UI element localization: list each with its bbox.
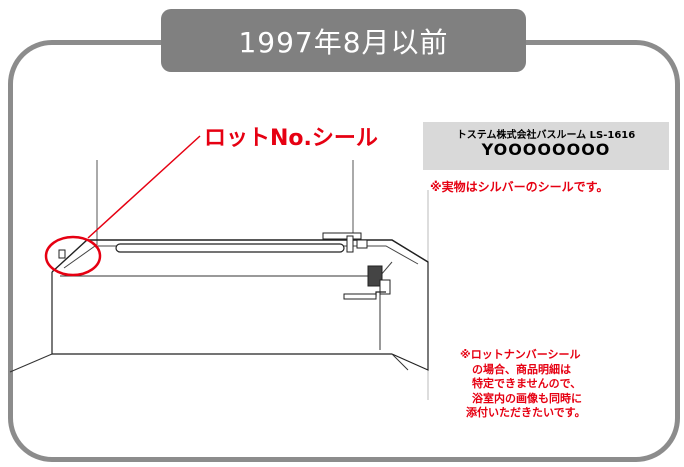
- faucet-spout: [346, 235, 354, 253]
- callout-label: ロットNo.シール: [204, 126, 378, 151]
- notice-line: 添付いただきたいです。: [466, 406, 586, 419]
- grab-bar: [115, 243, 345, 253]
- notice-line: ※ロットナンバーシール: [460, 348, 581, 361]
- notice-line: 浴室内の画像も同時に: [472, 391, 582, 405]
- callout-circle: [44, 235, 102, 277]
- page-title: 1997年8月以前: [238, 25, 449, 59]
- seal-note: ※実物はシルバーのシールです。: [430, 180, 609, 194]
- floor-line-left: [9, 353, 53, 373]
- tub-side: [391, 239, 429, 371]
- title-tab: 1997年8月以前: [161, 9, 526, 72]
- drain-lever-bar: [343, 293, 377, 300]
- control-knob: [379, 279, 391, 295]
- seal-company-text: トステム株式会社バスルーム LS-1616: [456, 130, 636, 141]
- faucet-handle: [356, 239, 368, 249]
- callout-leader-line: [87, 135, 201, 239]
- lot-seal-sample: トステム株式会社バスルーム LS-1616 YOOOOOOOO: [423, 122, 669, 170]
- seal-lot-code: YOOOOOOOO: [481, 140, 611, 159]
- notice-text: ※ロットナンバーシール の場合、商品明細は 特定できませんので、 浴室内の画像も…: [460, 348, 586, 421]
- notice-line: 特定できませんので、: [472, 377, 582, 390]
- floor-line-right: [391, 353, 409, 371]
- faucet-body: [322, 232, 362, 240]
- lot-seal-spot: [58, 249, 66, 259]
- notice-line: の場合、商品明細は: [472, 362, 571, 376]
- apron-inner: [60, 275, 381, 350]
- tub-apron: [51, 272, 392, 355]
- control-panel: [367, 265, 383, 287]
